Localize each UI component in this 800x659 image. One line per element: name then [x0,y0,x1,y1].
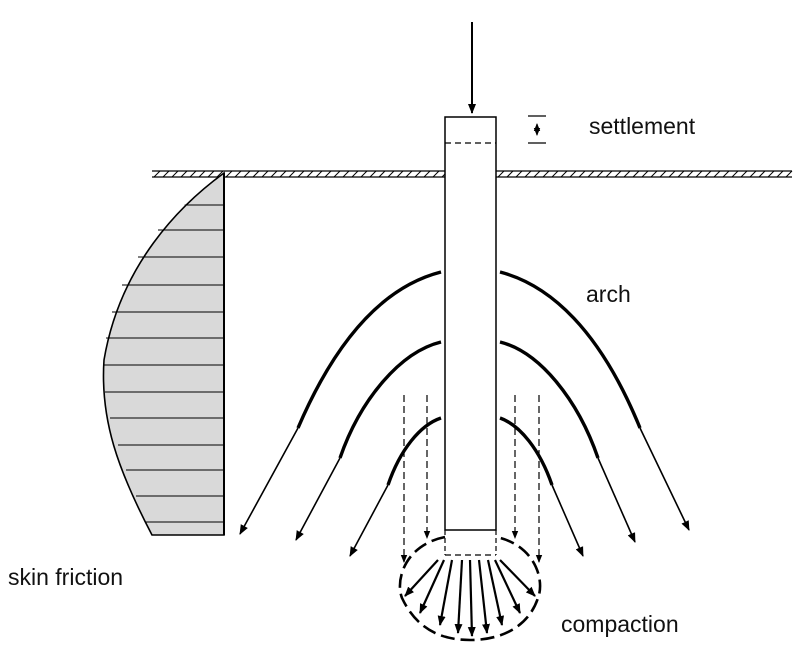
vertical-dashed-arrows [400,395,543,563]
skin-friction-diagram [102,171,225,536]
settlement-label: settlement [589,113,696,139]
arch-label: arch [586,281,631,307]
pile [444,116,497,556]
compaction-label: compaction [561,611,679,637]
compaction-zone [398,535,542,642]
soil-arches [239,270,690,557]
settlement-indicator [528,115,546,144]
ground-surface [152,170,793,178]
skin-friction-label: skin friction [8,564,124,590]
